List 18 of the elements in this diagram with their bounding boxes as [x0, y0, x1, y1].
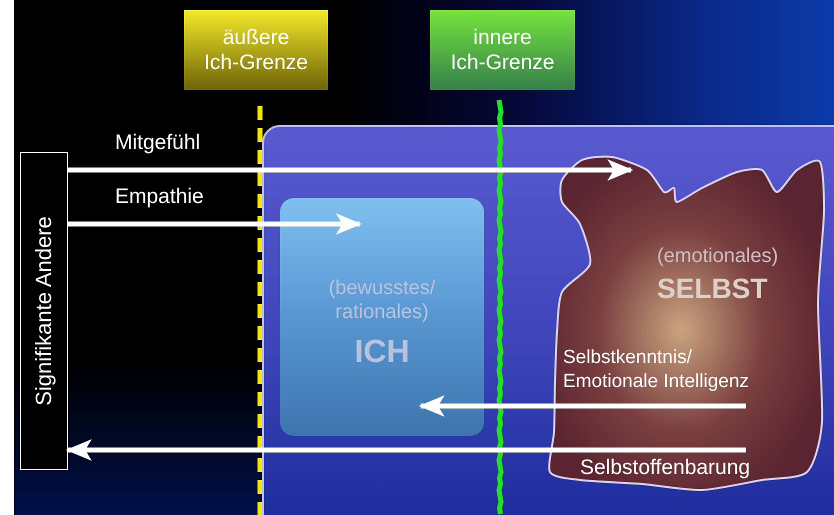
arrow: [68, 213, 362, 235]
arrow: [68, 159, 634, 181]
boundary-label: innere Ich-Grenze: [430, 10, 575, 90]
edge-label: Mitgefühl: [115, 130, 200, 156]
edge-label: Empathie: [115, 184, 204, 210]
blob-title: SELBST: [656, 272, 768, 306]
group-box: [20, 152, 68, 470]
group-title: Signifikante Andere: [31, 216, 57, 406]
ich-box: [280, 198, 484, 436]
edge-label: Selbstoffenbarung: [580, 455, 750, 481]
box-title: ICH: [353, 332, 411, 370]
blob-subtitle: (emotionales): [656, 244, 780, 268]
arrow: [418, 395, 746, 417]
self-panel: [262, 125, 834, 515]
boundary-label: äußere Ich-Grenze: [184, 10, 328, 90]
edge-label: Selbstkenntnis/ Emotionale Intelligenz: [563, 346, 750, 394]
box-subtitle: (bewusstes/ rationales): [328, 276, 436, 324]
arrow: [66, 439, 746, 461]
